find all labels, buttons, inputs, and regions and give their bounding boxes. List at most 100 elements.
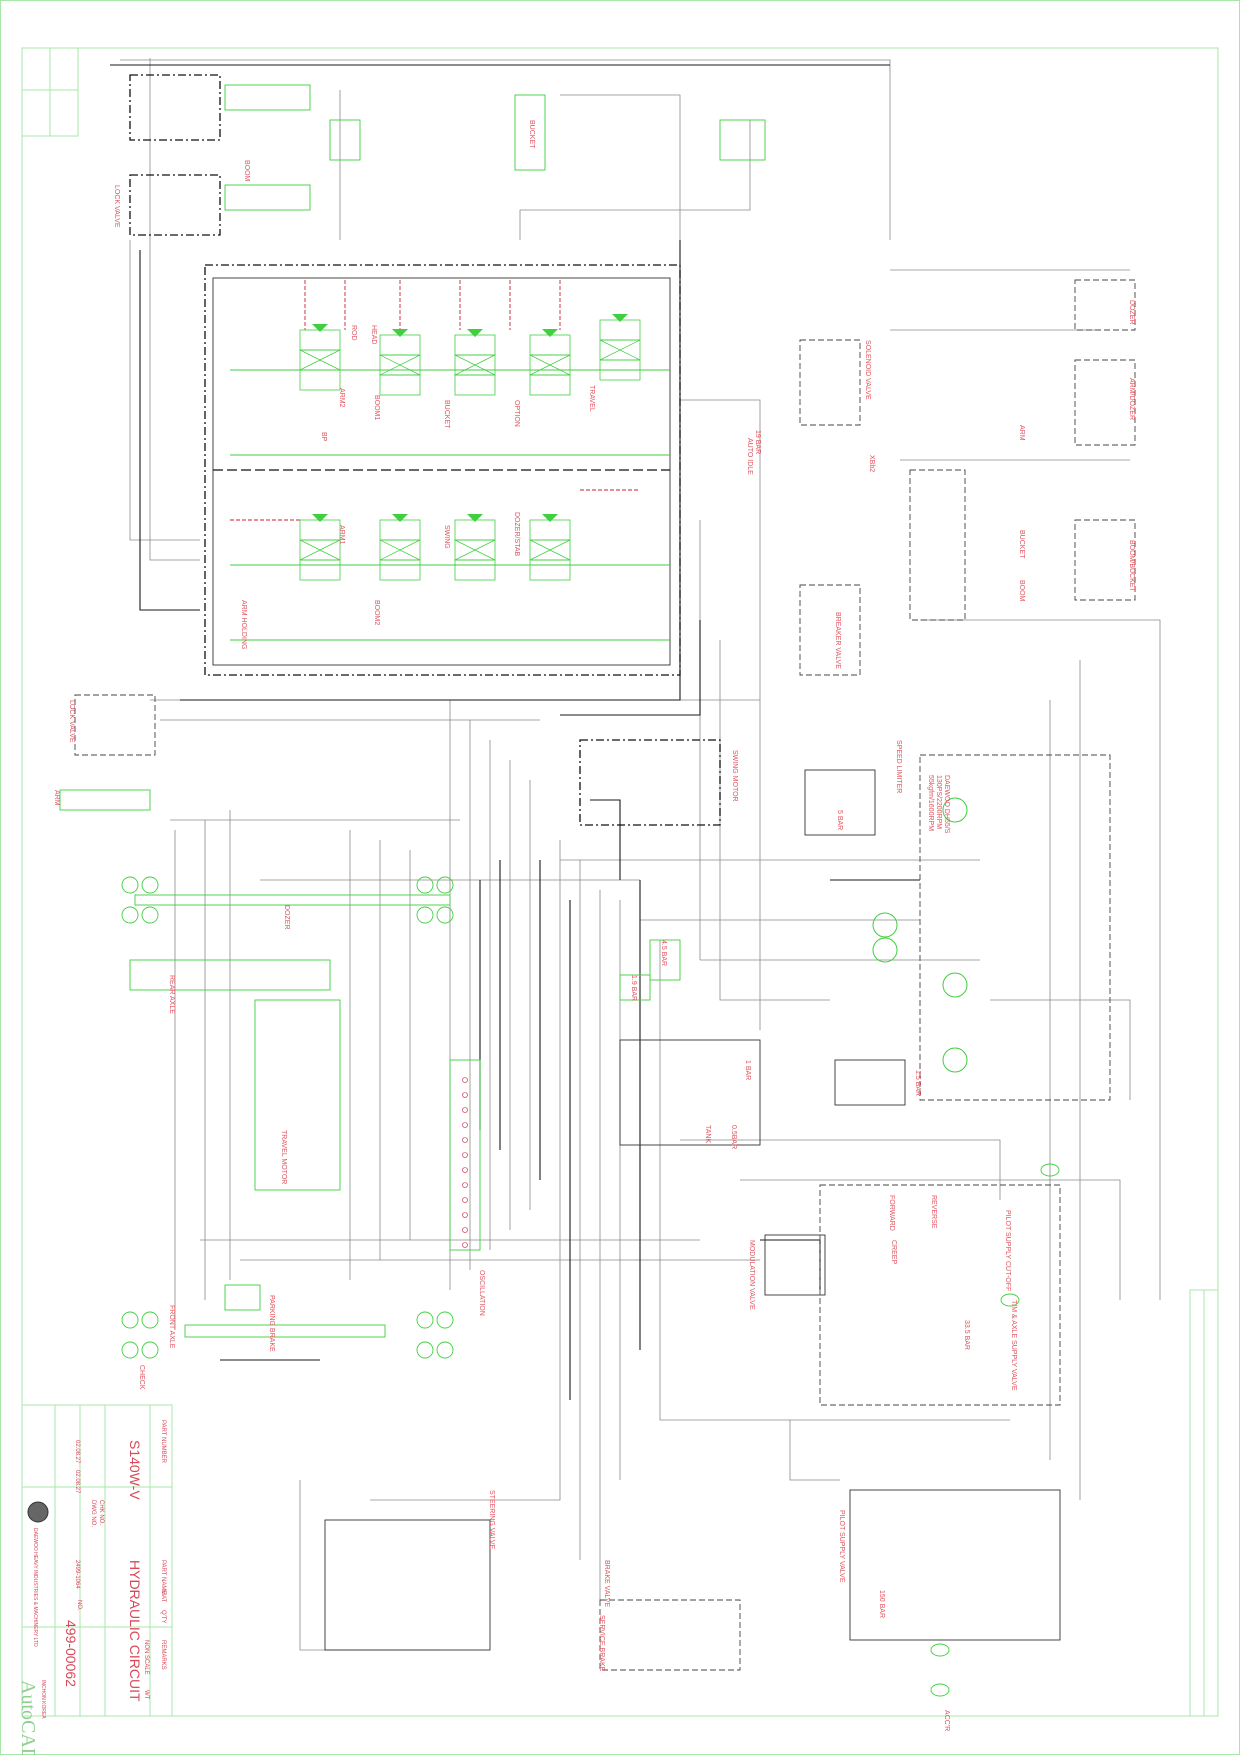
- wheel-icon: [141, 1311, 159, 1329]
- label-arm-holding: ARM HOLDING: [240, 600, 247, 649]
- date-drawn: 02.08.27: [74, 1440, 80, 1464]
- hydraulic-line: [920, 619, 1161, 1300]
- spool-section: [529, 519, 571, 541]
- label-swing: SWING: [443, 525, 450, 549]
- wheel-icon: [416, 906, 434, 924]
- hydraulic-line: [370, 840, 561, 1501]
- flow-arrow: [299, 539, 341, 561]
- hydraulic-line: [680, 1139, 1001, 1200]
- boom-cylinder-1: [224, 84, 311, 111]
- hydraulic-line: [299, 1480, 440, 1651]
- label-brake-valve: BRAKE VALVE: [603, 1560, 610, 1608]
- solenoid-valve: [799, 339, 861, 426]
- wheel-icon: [416, 1341, 434, 1359]
- accumulator-icon: [930, 1643, 950, 1657]
- model-number: S140W-V: [127, 1440, 143, 1500]
- hydraulic-line: [990, 999, 1131, 1100]
- wheel-icon: [436, 906, 454, 924]
- label-pump-spec-1: 130PS/2200RPM: [935, 775, 942, 829]
- spool-section: [299, 369, 341, 391]
- label-dozer-rcv: DOZER: [1128, 300, 1135, 325]
- check-valve-4-5bar: [649, 939, 681, 981]
- connector-pin: [462, 1092, 468, 1098]
- lock-valve-boom-1: [129, 74, 221, 141]
- connector-pin: [462, 1107, 468, 1113]
- wheel-icon: [121, 906, 139, 924]
- label-breaker-valve: BREAKER VALVE: [834, 612, 841, 669]
- hydraulic-line: [129, 240, 200, 541]
- pilot-triangle: [612, 314, 628, 322]
- part-name-label: PART NAME: [160, 1560, 166, 1594]
- tm-axle-supply-valve: [819, 1184, 1061, 1406]
- label-bar-4-5: 4.5 BAR: [660, 940, 667, 966]
- label-bucket-spool: BUCKET: [443, 400, 450, 429]
- label-auto-idle: AUTO IDLE: [746, 438, 753, 475]
- chk-label: CHK NO.: [98, 1500, 104, 1525]
- joystick-port-block: [909, 469, 966, 621]
- main-hydraulic-line: [760, 1239, 821, 1290]
- label-rod: ROD: [350, 325, 357, 341]
- label-swing-motor: SWING MOTOR: [731, 750, 738, 802]
- hydraulic-tank: [619, 1039, 761, 1146]
- label-option: OPTION: [513, 400, 520, 427]
- quick-clamp-valve: [719, 119, 766, 161]
- flow-arrow: [529, 354, 571, 376]
- connector-pin: [462, 1167, 468, 1173]
- label-boom-bucket-rcv: BOOM/BUCKET: [1128, 540, 1135, 592]
- main-control-valve-body: [212, 277, 671, 666]
- front-axle-beam: [134, 894, 451, 906]
- flow-arrow: [379, 539, 421, 561]
- label-arm-dozer-rcv: ARM/DOZER: [1128, 378, 1135, 420]
- main-hydraulic-line: [560, 620, 701, 716]
- pilot-triangle: [392, 329, 408, 337]
- main-hydraulic-line: [139, 250, 200, 611]
- flow-arrow: [379, 354, 421, 376]
- title-block-frame: [21, 1404, 173, 1717]
- label-lock-valve-top: LOCK VALVE: [113, 185, 120, 228]
- label-arm2: ARM2: [338, 388, 345, 408]
- pump-unit: [872, 912, 898, 938]
- label-bucket-cyl: BUCKET: [528, 120, 535, 149]
- wheel-icon: [436, 1341, 454, 1359]
- spool-section: [529, 559, 571, 581]
- spool-section: [454, 559, 496, 581]
- breaker-valve: [799, 584, 861, 676]
- wheel-icon: [141, 876, 159, 894]
- part-number-label: PART NUMBER: [160, 1420, 166, 1464]
- directional-spool-valve: [529, 329, 571, 396]
- pilot-filter: [804, 769, 876, 836]
- label-travel: TRAVEL: [588, 385, 595, 412]
- company-name: DAEWOO HEAVY INDUSTRIES & MACHINERY LTD: [32, 1528, 38, 1647]
- spool-section: [599, 319, 641, 341]
- label-bar-0-5: 0.5BAR: [730, 1125, 737, 1149]
- label-pilot-supply: PILOT SUPPLY CUT-OFF: [1004, 1210, 1011, 1291]
- label-bar-1: 1 BAR: [744, 1060, 751, 1080]
- hydraulic-line: [120, 59, 891, 240]
- company-location: INCHON KOREA: [40, 1680, 46, 1719]
- check-valve-1-9bar: [619, 974, 651, 1001]
- wheel-icon: [121, 1311, 139, 1329]
- label-parking-brake: PARKING BRAKE: [268, 1295, 275, 1352]
- label-bar-1-9: 1.9 BAR: [630, 975, 637, 1001]
- directional-spool-valve: [379, 329, 421, 396]
- label-dozer-stab: DOZER/STAB: [513, 512, 520, 557]
- main-hydraulic-line: [590, 799, 621, 880]
- spool-section: [454, 374, 496, 396]
- pipe-network: [110, 58, 1161, 1651]
- directional-spool-valve: [529, 514, 571, 581]
- label-auto-idle-bar: 19 BAR: [754, 430, 761, 454]
- hydraulic-line: [740, 1179, 1121, 1300]
- boom-cylinder-2: [224, 184, 311, 211]
- main-control-valve-block: [204, 264, 681, 676]
- return-filter: [834, 1059, 906, 1106]
- lock-valve-boom-2: [129, 174, 221, 236]
- label-boom1: BOOM1: [373, 395, 380, 420]
- inner-border: [21, 47, 1219, 1717]
- mat-label: MAT: [160, 1590, 166, 1603]
- pilot-triangle: [467, 514, 483, 522]
- label-oscillation: OSCILLATION: [478, 1270, 485, 1316]
- label-solenoid-valve: SOLENOID VALVE: [864, 340, 871, 400]
- pilot-triangle: [467, 329, 483, 337]
- label-tank: TANK: [704, 1125, 711, 1143]
